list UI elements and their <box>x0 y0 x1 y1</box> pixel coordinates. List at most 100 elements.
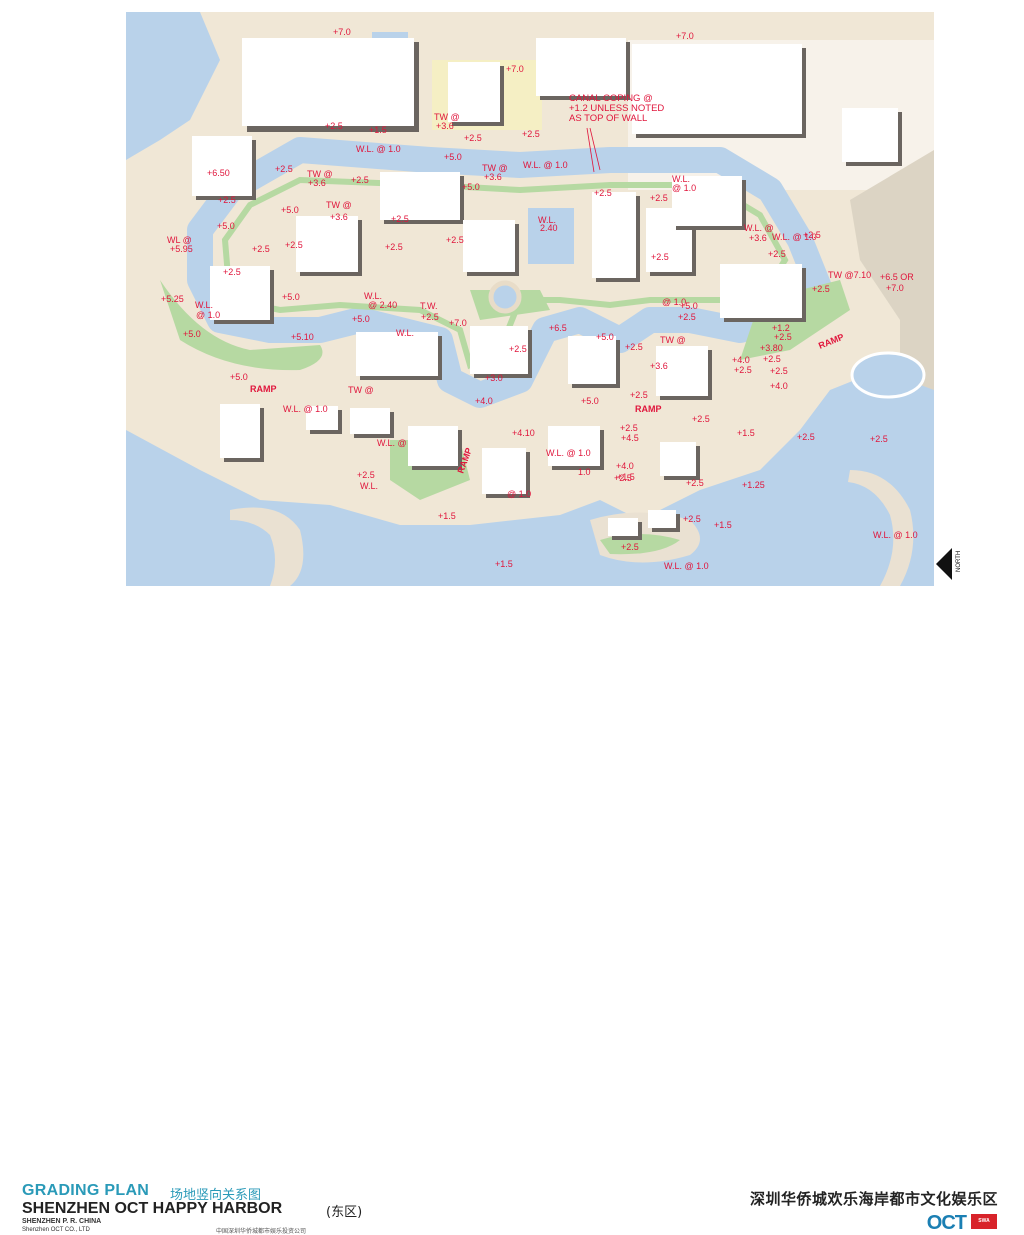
elevation-label: +5.25 <box>161 294 184 304</box>
elevation-label: +3.6 <box>749 233 767 243</box>
center-pool <box>528 208 574 264</box>
elevation-label: W.L. @ 1.0 <box>546 448 591 458</box>
elevation-label: +6.50 <box>207 168 230 178</box>
water-northwest <box>126 12 220 160</box>
elevation-label: TW @ <box>326 200 352 210</box>
elevation-label: +2.5 <box>803 230 821 240</box>
elevation-label: +2.5 <box>594 188 612 198</box>
elevation-label: W.L. @ 1.0 <box>523 160 568 170</box>
elevation-label: +5.0 <box>444 152 462 162</box>
elevation-label: W.L. @ 1.0 <box>283 404 328 414</box>
building <box>842 108 898 162</box>
building <box>220 404 260 458</box>
elevation-label: 2.40 <box>540 223 558 233</box>
elevation-label: +4.5 <box>621 433 639 443</box>
elevation-label: +5.0 <box>230 372 248 382</box>
project-name-right-cn: 深圳华侨城欢乐海岸都市文化娱乐区 <box>749 1190 998 1208</box>
north-label: NORTH <box>956 551 962 572</box>
elevation-label: +3.6 <box>308 178 326 188</box>
swa-badge: SWA <box>971 1214 997 1229</box>
elevation-label: +2.5 <box>630 390 648 400</box>
elevation-label: +1.25 <box>742 480 765 490</box>
elevation-label: +3.80 <box>760 343 783 353</box>
elevation-label: +2.5 <box>223 267 241 277</box>
elevation-label: +2.5 <box>620 423 638 433</box>
elevation-label: +5.0 <box>281 205 299 215</box>
elevation-label: W.L. <box>364 291 382 301</box>
elevation-label: W.L. @ 1.0 <box>356 144 401 154</box>
footer: GRADING PLAN 场地竖向关系图 SHENZHEN OCT HAPPY … <box>0 588 1024 1235</box>
building <box>296 216 358 272</box>
elevation-label: W.L. <box>396 328 414 338</box>
building <box>720 264 802 318</box>
elevation-label: +1.5 <box>714 520 732 530</box>
elevation-label: +4.0 <box>770 381 788 391</box>
elevation-label: +4.0 <box>616 461 634 471</box>
elevation-label: +2.5 <box>651 252 669 262</box>
elevation-label: +2.5 <box>870 434 888 444</box>
elevation-label: @ 1.0 <box>196 310 220 320</box>
elevation-label: TW @ <box>482 163 508 173</box>
building <box>470 326 528 374</box>
elevation-label: +1.5 <box>438 511 456 521</box>
elevation-label: +2.5 <box>285 240 303 250</box>
elevation-label: +5.10 <box>291 332 314 342</box>
elevation-label: W.L. @ 1.0 <box>772 232 817 242</box>
elevation-label: +7.0 <box>333 27 351 37</box>
elevation-label: W.L. <box>672 174 690 184</box>
building <box>648 510 676 528</box>
elevation-label: +4.10 <box>512 428 535 438</box>
elevation-label: +5.0 <box>581 396 599 406</box>
elevation-label: +2.5 <box>385 242 403 252</box>
leader-line <box>589 127 601 171</box>
building <box>568 336 616 384</box>
elevation-label: +5.0 <box>282 292 300 302</box>
elevation-label: +2.5 <box>252 244 270 254</box>
building <box>356 332 438 376</box>
elevation-label: +2.5 <box>614 473 632 483</box>
ramp-label: RAMP <box>635 404 662 414</box>
elevation-label: +5.95 <box>170 244 193 254</box>
elevation-label: +2.5 <box>625 342 643 352</box>
project-name-cn: (东区) <box>326 1205 363 1220</box>
elevation-label: +3.0 <box>485 373 503 383</box>
building <box>656 346 708 396</box>
elevation-label: W.L. <box>195 300 213 310</box>
elevation-label: +6.5 OR <box>880 272 914 282</box>
elevation-label: +3.6 <box>484 172 502 182</box>
elevation-label: +7.0 <box>506 64 524 74</box>
elevation-label: W.L. <box>360 481 378 491</box>
elevation-label: +2.5 <box>275 164 293 174</box>
elevation-label: +2.5 <box>621 542 639 552</box>
elevation-label: +2.5 <box>522 129 540 139</box>
building <box>548 426 600 466</box>
elevation-label: +2.5 <box>218 195 236 205</box>
elevation-label: @ 1.0 <box>662 297 686 307</box>
elevation-label: +1.5 <box>495 559 513 569</box>
elevation-label: +2.5 <box>774 332 792 342</box>
grading-plan-map: NORTH +7.0+7.0+7.0+2.5+1.5TW @+3.6+2.5+2… <box>126 12 964 586</box>
building <box>463 220 515 272</box>
elevation-label: +3.6 <box>650 361 668 371</box>
elevation-label: +1.2 <box>772 323 790 333</box>
canal-outer <box>187 137 833 408</box>
building <box>306 406 338 430</box>
building <box>210 266 270 320</box>
elevation-label: +2.5 <box>678 312 696 322</box>
elevation-label: +5.0 <box>680 301 698 311</box>
boardwalk-southeast <box>848 470 914 586</box>
elevation-label: +1.5 <box>737 428 755 438</box>
round-pool-east <box>850 351 926 399</box>
oct-logo: OCT <box>926 1212 967 1234</box>
elevation-label: +2.5 <box>421 312 439 322</box>
elevation-label: +2.5 <box>734 365 752 375</box>
building <box>242 38 414 126</box>
building <box>592 192 636 278</box>
elevation-label: TW @7.10 <box>828 270 871 280</box>
central-fountain <box>488 280 522 314</box>
building <box>536 38 626 96</box>
building <box>448 62 500 122</box>
elevation-label: TW @ <box>348 385 374 395</box>
pier-west <box>230 507 304 586</box>
elevation-label: +5.0 <box>596 332 614 342</box>
